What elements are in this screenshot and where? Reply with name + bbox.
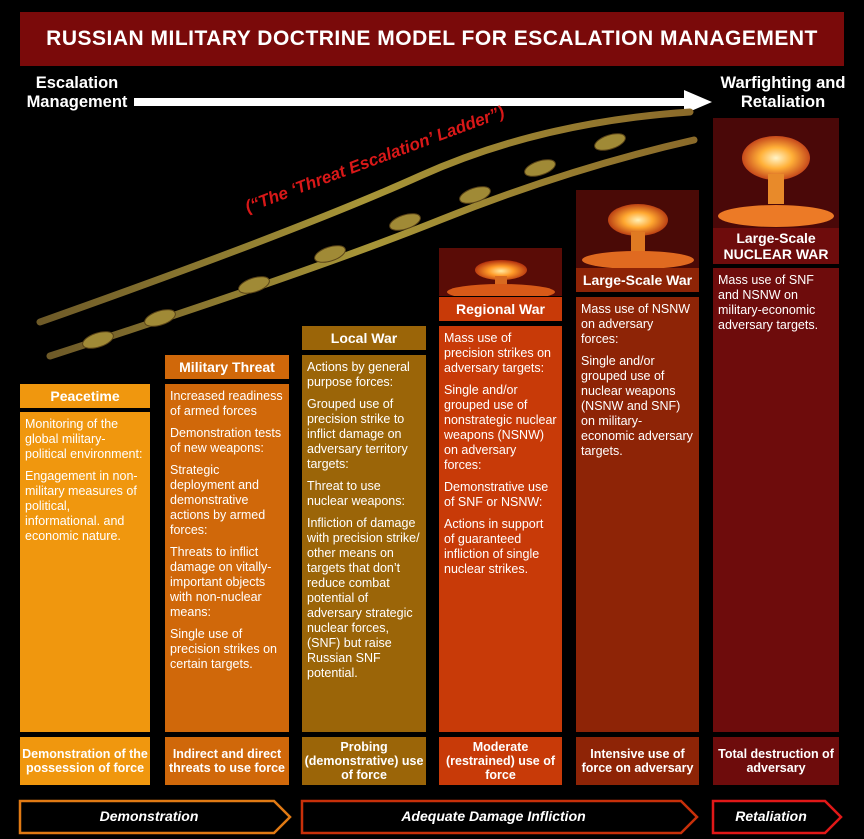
- explosion-image-large-scale: [576, 190, 699, 268]
- body-text: Grouped use of precision strike to infli…: [307, 397, 408, 471]
- body-text: Threats to inflict damage on vitally-imp…: [170, 545, 272, 619]
- ladder-rail-lower: [46, 136, 698, 360]
- body-text: Demonstrative use of SNF or NSNW:: [444, 480, 549, 509]
- header-peacetime: Peacetime: [20, 384, 150, 408]
- footer-peacetime: Demonstration of the possession of force: [20, 737, 150, 785]
- phase-arrow-adequate-damage: [300, 799, 699, 835]
- phase-label-adequate-damage: Adequate Damage Infliction: [401, 808, 586, 824]
- body-text: Engagement in non-military measures of p…: [25, 469, 138, 543]
- body-nuclear-war: Mass use of SNF and NSNW on military-eco…: [713, 268, 839, 732]
- body-military-threat: Increased readiness of armed forces Demo…: [165, 384, 289, 732]
- body-text: Infliction of damage with precision stri…: [307, 516, 420, 680]
- body-text: Actions in support of guaranteed inflict…: [444, 517, 544, 576]
- body-text: Strategic deployment and demonstrative a…: [170, 463, 266, 537]
- warfighting-retaliation-label: Warfighting and Retaliation: [720, 74, 846, 111]
- body-text: Single use of precision strikes on certa…: [170, 627, 277, 671]
- body-text: Single and/or grouped use of nuclear wea…: [581, 354, 693, 458]
- phase-label-retaliation: Retaliation: [735, 808, 807, 824]
- explosion-image-regional: [439, 248, 562, 296]
- ladder-rung: [389, 213, 421, 231]
- body-text: Mass use of NSNW on adversary forces:: [581, 302, 691, 346]
- footer-regional-war: Moderate (restrained) use of force: [439, 737, 562, 785]
- body-text: Mass use of precision strikes on adversa…: [444, 331, 551, 375]
- body-text: Mass use of SNF and NSNW on military-eco…: [718, 273, 819, 332]
- ladder-rung: [524, 159, 556, 177]
- header-local-war: Local War: [302, 326, 426, 350]
- footer-local-war: Probing (demonstrative) use of force: [302, 737, 426, 785]
- body-text: Increased readiness of armed forces: [170, 389, 283, 418]
- footer-nuclear-war: Total destruction of adversary: [713, 737, 839, 785]
- ladder-rung: [238, 276, 270, 294]
- header-regional-war: Regional War: [439, 297, 562, 321]
- title-banner: RUSSIAN MILITARY DOCTRINE MODEL FOR ESCA…: [20, 12, 844, 66]
- footer-large-scale-war: Intensive use of force on adversary: [576, 737, 699, 785]
- phase-label-demonstration: Demonstration: [99, 808, 199, 824]
- body-text: Monitoring of the global military-politi…: [25, 417, 143, 461]
- footer-military-threat: Indirect and direct threats to use force: [165, 737, 289, 785]
- body-regional-war: Mass use of precision strikes on adversa…: [439, 326, 562, 732]
- ladder-rung: [144, 309, 176, 327]
- ladder-rail-upper: [36, 108, 694, 326]
- phase-arrow-demonstration: [18, 799, 292, 835]
- body-local-war: Actions by general purpose forces: Group…: [302, 355, 426, 732]
- ladder-rung: [314, 245, 346, 263]
- body-peacetime: Monitoring of the global military-politi…: [20, 412, 150, 732]
- body-text: Demonstration tests of new weapons:: [170, 426, 282, 455]
- header-nuclear-war: Large-Scale NUCLEAR WAR: [713, 228, 839, 264]
- phase-arrow-retaliation: [711, 799, 843, 835]
- header-large-scale-war: Large-Scale War: [576, 268, 699, 292]
- body-text: Actions by general purpose forces:: [307, 360, 410, 389]
- header-military-threat: Military Threat: [165, 355, 289, 379]
- body-text: Threat to use nuclear weapons:: [307, 479, 405, 508]
- escalation-arrow: [134, 90, 712, 114]
- ladder-rung: [82, 331, 114, 349]
- ladder-rung: [594, 133, 626, 151]
- explosion-image-nuclear: [713, 118, 839, 228]
- escalation-management-label: Escalation Management: [26, 74, 128, 111]
- ladder-rung: [459, 186, 491, 204]
- body-large-scale-war: Mass use of NSNW on adversary forces: Si…: [576, 297, 699, 732]
- page-title: RUSSIAN MILITARY DOCTRINE MODEL FOR ESCA…: [46, 27, 818, 50]
- body-text: Single and/or grouped use of nonstrategi…: [444, 383, 557, 472]
